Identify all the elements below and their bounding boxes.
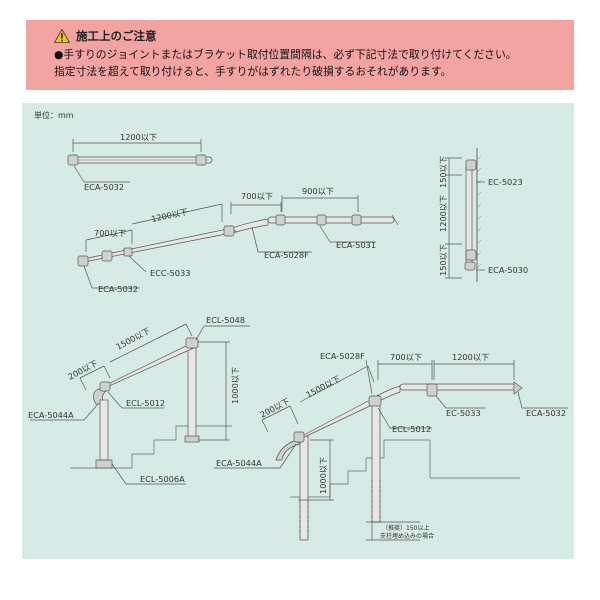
notice-title: 施工上のご注意 [76,29,157,43]
dim-1200-straight: 1200以下 [120,132,157,142]
part-label-eca-5044a-b: ECA-5044A [216,458,262,468]
post-landing-rail-drawing [214,359,568,541]
part-label-ecc-5033: ECC-5033 [150,268,190,278]
part-label-eca-5028f-b: ECA-5028F [320,351,365,361]
notice-line-1: ●手すりのジョイントまたはブラケット取付位置間隔は、必ず下記寸法で取り付けてくだ… [54,48,517,61]
part-label-eca-5028f-a: ECA-5028F [264,250,309,260]
notice-header: 施工上のご注意 [54,28,574,44]
part-label-eca-5031: ECA-5031 [336,240,376,250]
part-label-eca-5032-a: ECA-5032 [84,182,124,192]
stair-landing-rail-drawing [77,195,399,289]
embed-note-line-2: 支柱埋め込みの場合 [380,532,434,540]
part-label-eca-5044a-a: ECA-5044A [28,410,74,420]
dim-1500-post-stair: 1500以下 [114,325,152,351]
part-label-eca-5032-c: ECA-5032 [526,408,566,418]
installation-diagram: 単位：mm 1200以下 ECA-5032 700以下 1200以下 700以下… [22,103,574,559]
dim-1500-post-landing: 1500以下 [304,373,342,399]
part-label-ec-5033: EC-5033 [446,408,481,418]
part-label-eca-5032-b: ECA-5032 [98,284,138,294]
dim-150-bottom: 150以下 [438,244,448,276]
dim-150-top: 150以下 [438,156,448,188]
dim-1200-vertical: 1200以下 [438,195,448,232]
dim-1000-post-landing: 1000以下 [318,457,328,494]
part-label-ec-5023: EC-5023 [488,177,523,187]
dim-1200-post-landing: 1200以下 [452,352,489,362]
part-label-eca-5030: ECA-5030 [488,265,528,275]
straight-rail-drawing [67,139,213,183]
dim-200-post-stair: 200以下 [66,358,99,382]
dim-1200-stair: 1200以下 [150,206,188,224]
diagram-canvas: 単位：mm 1200以下 ECA-5032 700以下 1200以下 700以下… [28,110,568,541]
dim-700-post-landing: 700以下 [390,352,422,362]
vertical-rail-drawing [445,148,485,282]
notice-line-2: 指定寸法を超えて取り付けると、手すりがはずれたり破損するおそれがあります。 [54,65,452,78]
part-label-ecl-5006a: ECL-5006A [140,474,185,484]
embed-note-line-1: （推奨）150以上 [382,524,429,532]
caution-notice: 施工上のご注意 ●手すりのジョイントまたはブラケット取付位置間隔は、必ず下記寸法… [26,20,574,90]
post-stair-rail-drawing [30,323,250,485]
part-label-ecl-5048: ECL-5048 [206,315,245,325]
dim-900-landing: 900以下 [302,186,334,196]
dim-700-landing: 700以下 [241,191,273,201]
part-label-ecl-5012-a: ECL-5012 [126,398,165,408]
dim-1000-post-stair: 1000以下 [230,367,240,404]
part-label-ecl-5012-b: ECL-5012 [392,424,431,434]
dim-700-stair: 700以下 [94,228,126,238]
warning-triangle-icon [54,29,70,43]
unit-label: 単位：mm [34,110,74,120]
